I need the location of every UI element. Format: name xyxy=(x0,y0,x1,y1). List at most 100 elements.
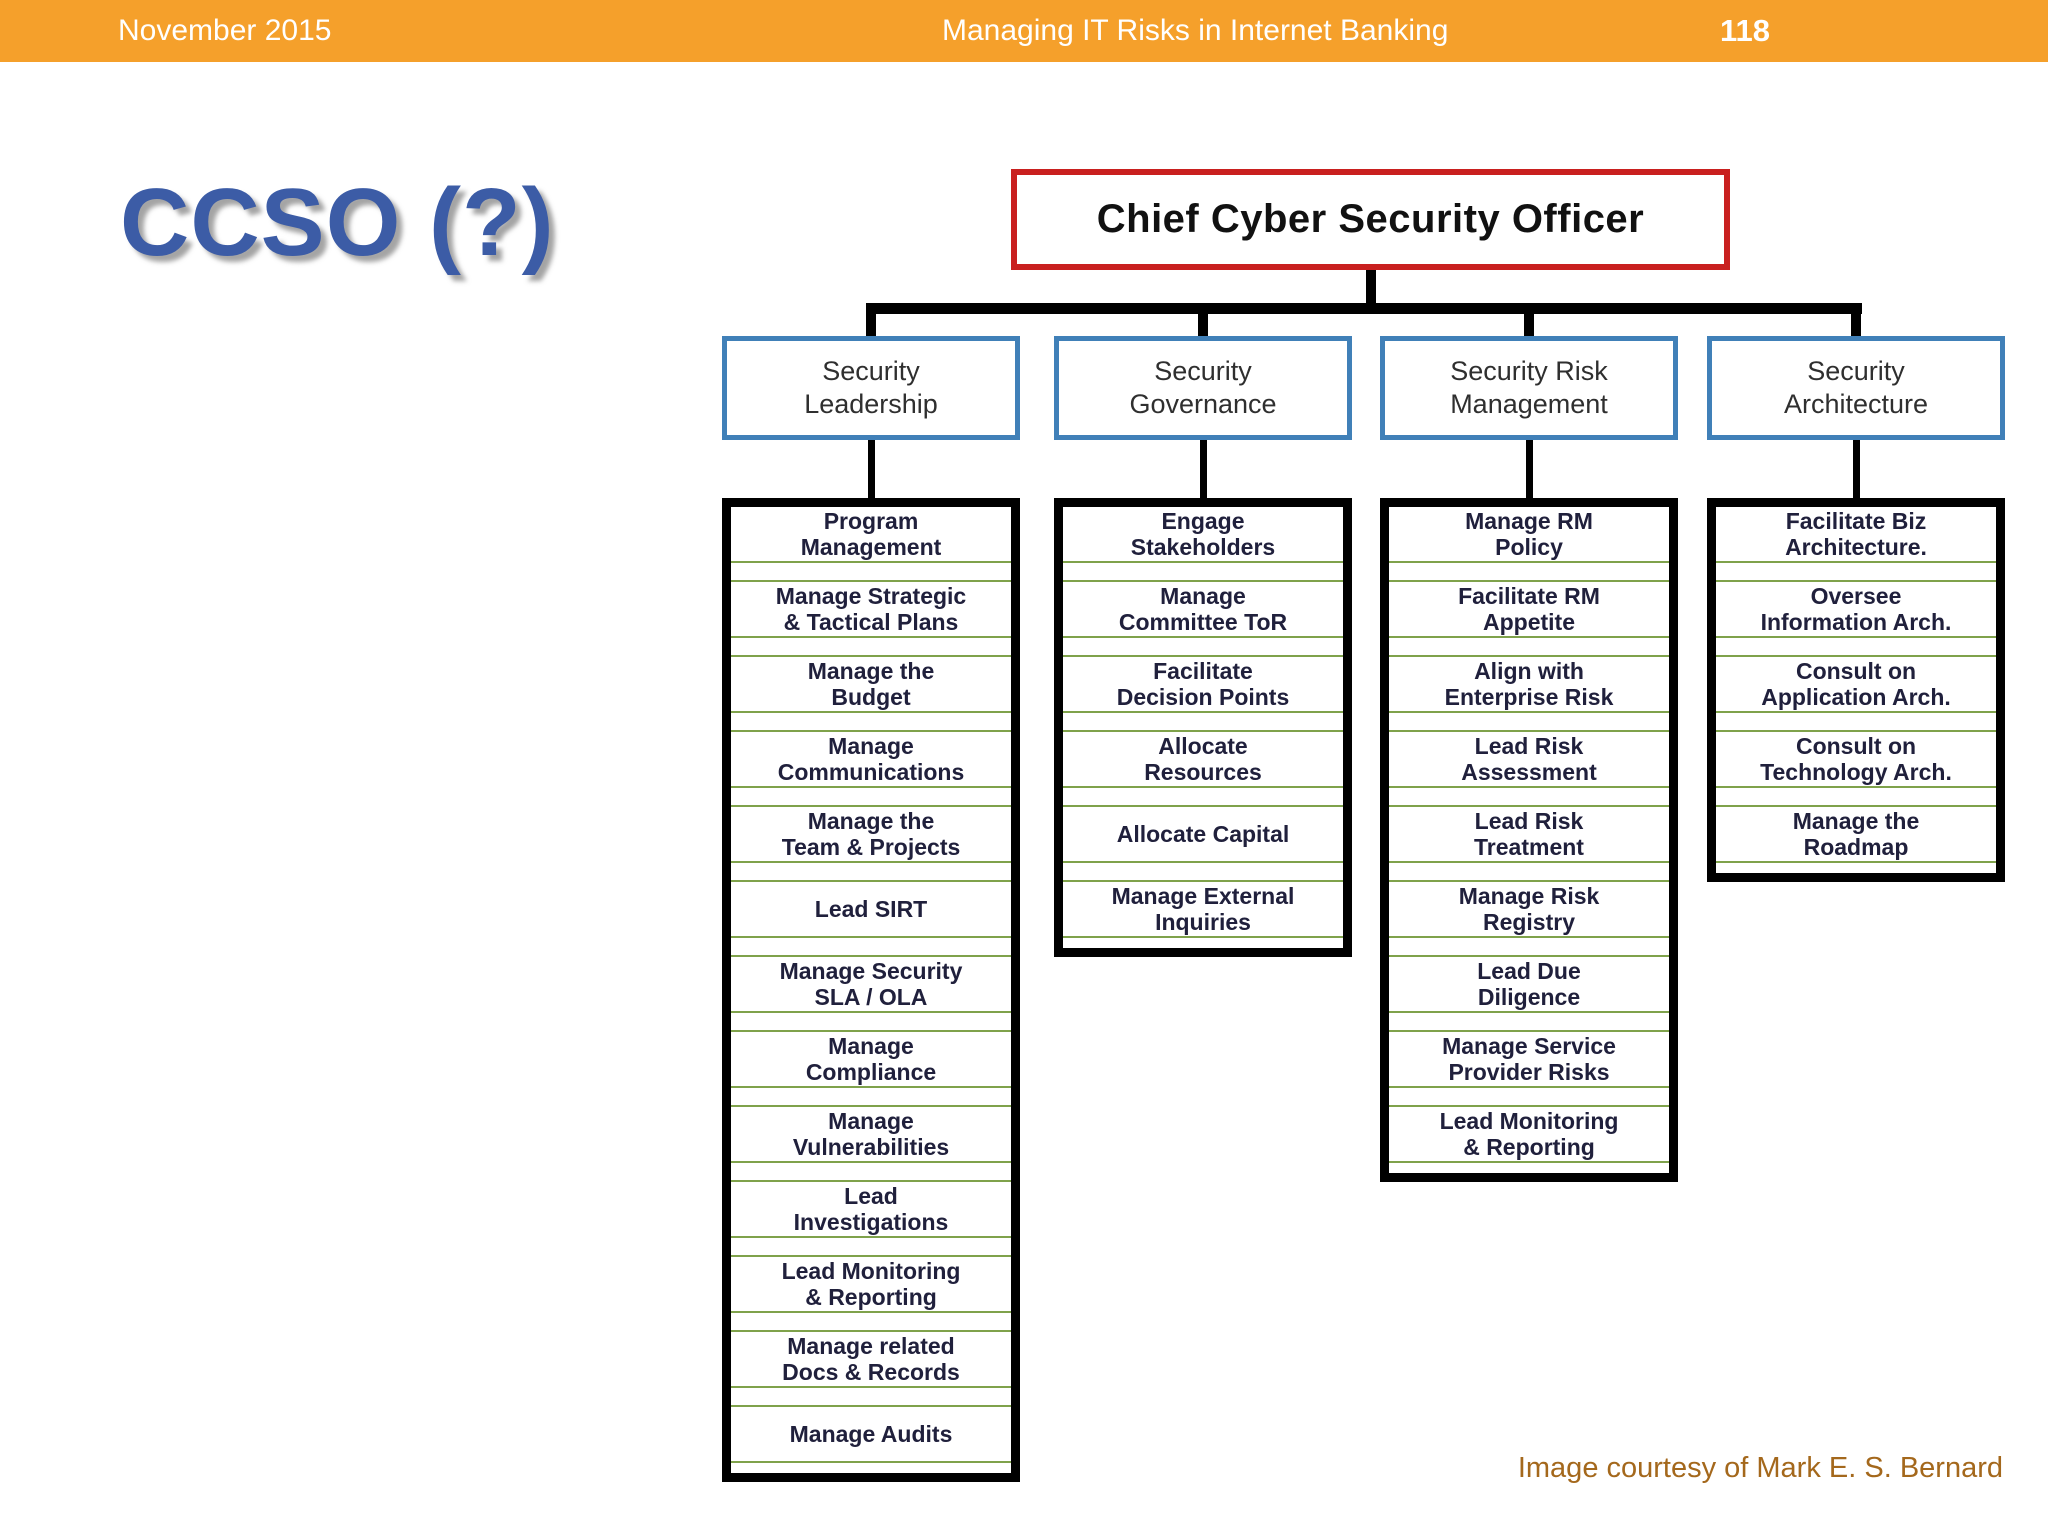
column-header-label: Security Risk Management xyxy=(1450,356,1608,419)
task-separator xyxy=(1389,636,1669,657)
task-separator xyxy=(1716,636,1996,657)
task-item: Align with Enterprise Risk xyxy=(1444,658,1614,710)
task-separator-end xyxy=(731,1461,1011,1473)
task-item: Program Management xyxy=(800,508,942,560)
task-separator xyxy=(1716,711,1996,732)
task-separator xyxy=(1716,786,1996,807)
task-item: Manage the Team & Projects xyxy=(781,808,961,860)
task-item: Manage Vulnerabilities xyxy=(792,1108,950,1160)
column-header-box-security-architecture: Security Architecture xyxy=(1707,336,2005,440)
task-separator xyxy=(731,711,1011,732)
task-item: Manage Risk Registry xyxy=(1458,883,1600,935)
task-item: Manage Committee ToR xyxy=(1118,583,1288,635)
column-header-box-security-governance: Security Governance xyxy=(1054,336,1352,440)
connector-bottom-security-governance xyxy=(1199,440,1207,498)
task-separator xyxy=(731,936,1011,957)
task-item: Lead Due Diligence xyxy=(1477,958,1581,1010)
task-item: Engage Stakeholders xyxy=(1130,508,1276,560)
task-separator xyxy=(1063,636,1343,657)
task-separator xyxy=(731,561,1011,582)
task-separator xyxy=(1389,786,1669,807)
connector-top-security-risk-management xyxy=(1524,314,1534,336)
task-separator xyxy=(731,1086,1011,1107)
task-separator xyxy=(1063,711,1343,732)
task-item: Manage RM Policy xyxy=(1465,508,1593,560)
task-separator-end xyxy=(1389,1161,1669,1173)
task-item: Lead Monitoring & Reporting xyxy=(1439,1108,1619,1160)
task-item: Lead Investigations xyxy=(793,1183,949,1235)
task-separator xyxy=(1389,1011,1669,1032)
header-bar: November 2015 Managing IT Risks in Inter… xyxy=(0,0,2048,62)
task-item: Facilitate RM Appetite xyxy=(1458,583,1600,635)
connector-root-stub xyxy=(1366,270,1376,304)
task-separator xyxy=(1389,861,1669,882)
column-header-label: Security Leadership xyxy=(804,356,938,419)
task-item: Manage the Roadmap xyxy=(1792,808,1920,860)
task-separator xyxy=(1389,711,1669,732)
task-item: Facilitate Decision Points xyxy=(1116,658,1290,710)
connector-top-security-governance xyxy=(1198,314,1208,336)
task-item: Manage Compliance xyxy=(805,1033,937,1085)
org-root-label: Chief Cyber Security Officer xyxy=(1096,197,1645,241)
task-separator xyxy=(731,1161,1011,1182)
credit-text: Image courtesy of Mark E. S. Bernard xyxy=(1517,1452,2003,1484)
connector-top-security-architecture xyxy=(1851,314,1861,336)
task-item: Manage related Docs & Records xyxy=(782,1333,960,1385)
task-item: Manage External Inquiries xyxy=(1111,883,1295,935)
page-number: 118 xyxy=(1720,13,1771,48)
task-item: Manage Audits xyxy=(789,1421,953,1447)
task-item: Consult on Application Arch. xyxy=(1761,658,1951,710)
column-header-box-security-risk-management: Security Risk Management xyxy=(1380,336,1678,440)
task-separator xyxy=(1716,561,1996,582)
task-separator xyxy=(1063,561,1343,582)
task-separator-end xyxy=(1716,861,1996,873)
task-item: Allocate Resources xyxy=(1144,733,1262,785)
task-separator xyxy=(1389,561,1669,582)
task-item: Allocate Capital xyxy=(1116,821,1290,847)
column-header-box-security-leadership: Security Leadership xyxy=(722,336,1020,440)
connector-top-security-leadership xyxy=(866,314,876,336)
task-separator xyxy=(1063,786,1343,807)
connector-bottom-security-leadership xyxy=(867,440,875,498)
slide-title: CCSO (?) xyxy=(120,169,555,276)
task-item: Lead Risk Assessment xyxy=(1461,733,1597,785)
task-separator xyxy=(731,1386,1011,1407)
task-item: Oversee Information Arch. xyxy=(1760,583,1952,635)
task-item: Facilitate Biz Architecture. xyxy=(1785,508,1927,560)
task-separator xyxy=(731,636,1011,657)
task-separator xyxy=(731,1311,1011,1332)
task-item: Manage Service Provider Risks xyxy=(1442,1033,1616,1085)
task-separator xyxy=(1389,936,1669,957)
connector-bottom-security-risk-management xyxy=(1525,440,1533,498)
task-separator xyxy=(1063,861,1343,882)
task-item: Manage Strategic & Tactical Plans xyxy=(775,583,967,635)
header-title: Managing IT Risks in Internet Banking xyxy=(942,14,1449,47)
task-separator xyxy=(731,1236,1011,1257)
task-item: Manage Communications xyxy=(777,733,965,785)
task-separator xyxy=(731,786,1011,807)
task-separator xyxy=(1389,1086,1669,1107)
task-separator xyxy=(731,861,1011,882)
task-item: Lead SIRT xyxy=(814,896,928,922)
column-header-label: Security Architecture xyxy=(1783,356,1929,419)
task-item: Manage Security SLA / OLA xyxy=(779,958,963,1010)
task-item: Manage the Budget xyxy=(807,658,935,710)
task-separator xyxy=(731,1011,1011,1032)
connector-horizontal-bar xyxy=(866,303,1862,314)
task-item: Lead Monitoring & Reporting xyxy=(781,1258,961,1310)
org-root-box: Chief Cyber Security Officer xyxy=(1011,169,1730,270)
task-item: Lead Risk Treatment xyxy=(1474,808,1584,860)
task-item: Consult on Technology Arch. xyxy=(1760,733,1952,785)
connector-bottom-security-architecture xyxy=(1852,440,1860,498)
column-header-label: Security Governance xyxy=(1129,356,1277,419)
task-separator-end xyxy=(1063,936,1343,948)
header-date: November 2015 xyxy=(118,14,332,47)
